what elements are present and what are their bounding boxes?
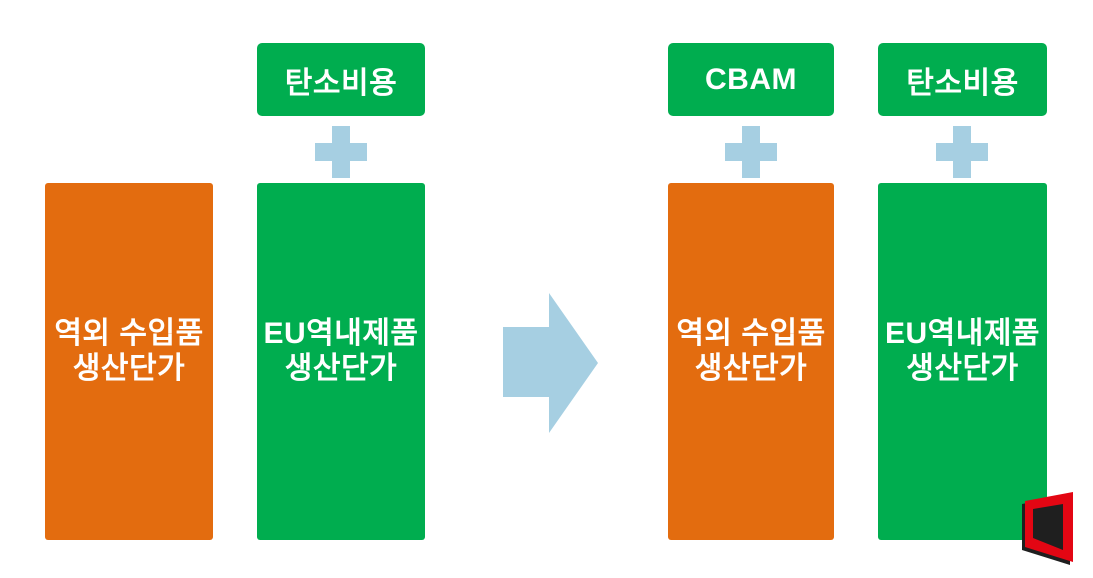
plus-icon — [936, 126, 988, 178]
broadcaster-logo — [1022, 492, 1073, 565]
carbon-cost-box-before-label: 탄소비용 — [284, 66, 398, 100]
right-arrow-icon — [503, 293, 598, 433]
carbon-cost-box-after: 탄소비용 — [878, 43, 1047, 116]
plus-icon — [315, 126, 367, 178]
bar-import-production-cost-after: 역외 수입품 생산단가 — [668, 183, 834, 540]
bar-eu-production-cost-after-label: EU역내제품 생산단가 — [884, 316, 1041, 385]
bar-eu-production-cost-before-label: EU역내제품 생산단가 — [263, 316, 419, 385]
cbam-box: CBAM — [668, 43, 834, 116]
carbon-cost-box-before: 탄소비용 — [257, 43, 425, 116]
bar-eu-production-cost-before: EU역내제품 생산단가 — [257, 183, 425, 540]
bar-import-production-cost-after-label: 역외 수입품 생산단가 — [676, 316, 826, 385]
carbon-cost-box-after-label: 탄소비용 — [906, 66, 1019, 100]
bar-import-production-cost-before: 역외 수입품 생산단가 — [45, 183, 213, 540]
plus-icon — [725, 126, 777, 178]
bar-import-production-cost-before-label: 역외 수입품 생산단가 — [54, 316, 204, 385]
bar-eu-production-cost-after: EU역내제품 생산단가 — [878, 183, 1047, 540]
cbam-box-label: CBAM — [705, 62, 797, 96]
